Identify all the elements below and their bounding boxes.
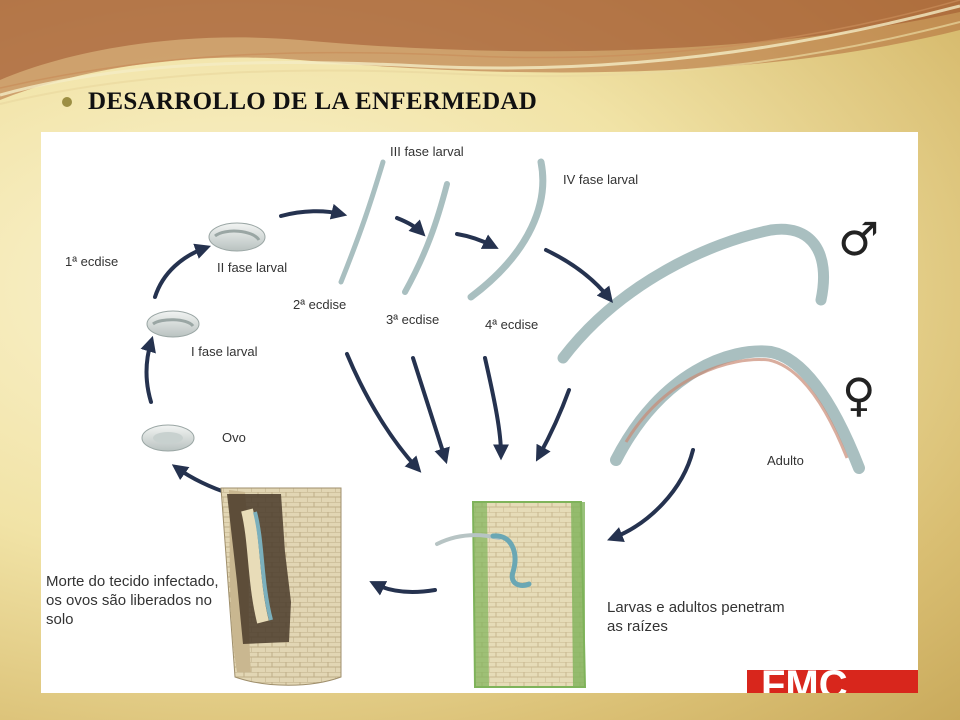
svg-text:FMC: FMC [761,663,848,693]
larva-3-b [402,181,450,295]
egg-stage [141,424,195,452]
adult-male-worm [557,223,830,364]
label-molt-4: 4ª ecdise [485,317,539,332]
female-symbol-icon: ♀ [842,368,876,422]
label-larva-3: III fase larval [390,144,464,159]
larva-3-a [338,159,386,285]
slide-title: DESARROLLO DE LA ENFERMEDAD [88,88,538,115]
larva-2-egg [208,222,266,252]
label-larva-4: IV fase larval [563,172,639,187]
label-adult: Adulto [767,453,804,468]
label-larva-2: II fase larval [217,260,288,275]
label-penetration: Larvas e adultos penetram as raízes [607,599,785,635]
slide-title-row: DESARROLLO DE LA ENFERMEDAD [62,88,537,116]
penetrated-root-section [435,501,587,688]
bullet-icon [62,97,72,107]
male-symbol-icon: ♂ [838,212,880,266]
fmc-logo: FMC [747,663,918,693]
larva-1-egg [146,310,200,338]
cycle-arrows [140,203,695,596]
life-cycle-drawing: FMC [140,158,918,693]
larva-4 [467,158,547,301]
nematode-life-cycle-diagram: FMC Ovo I fase larval II fase larval III… [41,132,918,693]
label-egg: Ovo [222,430,246,445]
label-larva-1: I fase larval [191,344,258,359]
infected-root-section [220,487,342,686]
label-molt-2: 2ª ecdise [293,297,347,312]
label-molt-3: 3ª ecdise [386,312,440,327]
label-molt-1: 1ª ecdise [65,254,119,269]
label-tissue-death: Morte do tecido infectado, os ovos são l… [46,573,219,628]
